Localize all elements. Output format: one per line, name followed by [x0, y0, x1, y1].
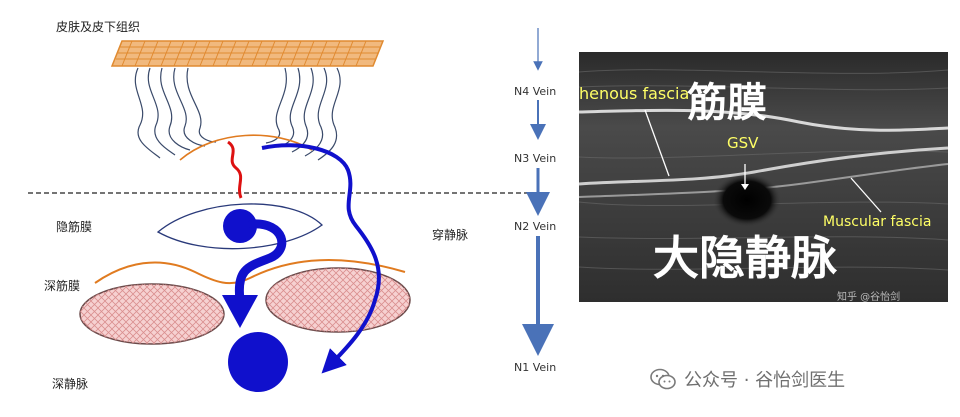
- saphenous-vein: [223, 209, 257, 243]
- us-label-gsv: GSV: [727, 134, 759, 152]
- vein-level-n1: N1 Vein: [514, 361, 557, 374]
- junction-flow: [234, 219, 287, 305]
- vein-level-n4: N4 Vein: [514, 85, 557, 98]
- vein-level-n3: N3 Vein: [514, 152, 557, 165]
- deep-fascia-line: [94, 258, 406, 285]
- deep-vein: [228, 332, 288, 392]
- us-label-saphenous-fascia: henous fascia: [579, 84, 690, 103]
- label-deep-fascia: 深筋膜: [44, 279, 81, 293]
- ultrasound-svg: [579, 52, 948, 302]
- us-source-mark: 知乎 @谷怡剑: [837, 292, 901, 302]
- watermark-text: 公众号 · 谷怡剑医生: [684, 370, 846, 391]
- wechat-watermark: 公众号 · 谷怡剑医生: [650, 366, 845, 392]
- label-perforator: 穿静脉: [432, 228, 469, 242]
- label-skin: 皮肤及皮下组织: [56, 20, 141, 34]
- wechat-icon: [650, 368, 676, 390]
- tributary-connector: [227, 140, 243, 199]
- label-saphenous-fascia: 隐筋膜: [56, 220, 93, 234]
- us-label-fascia-cn: 筋膜: [687, 80, 767, 126]
- us-label-muscular-fascia: Muscular fascia: [823, 214, 932, 230]
- skin-fascia-arc: [179, 134, 313, 161]
- saphenous-compartment: [156, 203, 324, 250]
- junction-arrowhead: [222, 295, 258, 328]
- perforator-vein: [261, 143, 381, 374]
- ultrasound-image: henous fascia 筋膜 GSV Muscular fascia 大隐静…: [579, 52, 948, 302]
- us-label-gsv-cn: 大隐静脉: [653, 231, 837, 285]
- skin-grid: [110, 40, 385, 67]
- vein-level-n2: N2 Vein: [514, 220, 557, 233]
- label-deep-vein: 深静脉: [52, 377, 89, 391]
